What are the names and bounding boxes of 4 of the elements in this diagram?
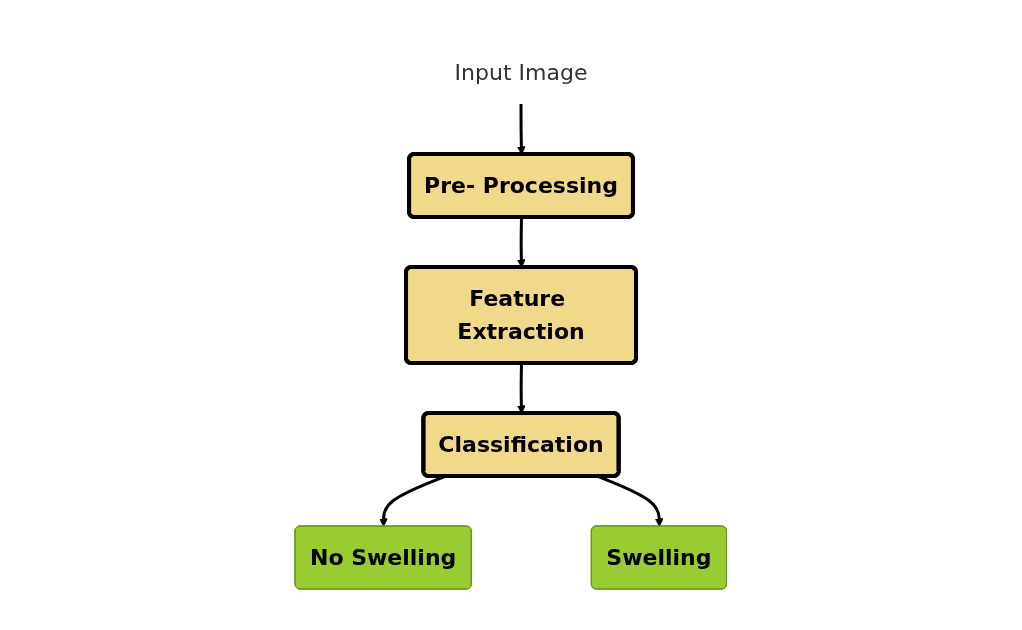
arrow (517, 217, 527, 268)
node-text: Input Image (454, 60, 588, 85)
arrow (517, 363, 527, 414)
arrow (517, 104, 527, 155)
